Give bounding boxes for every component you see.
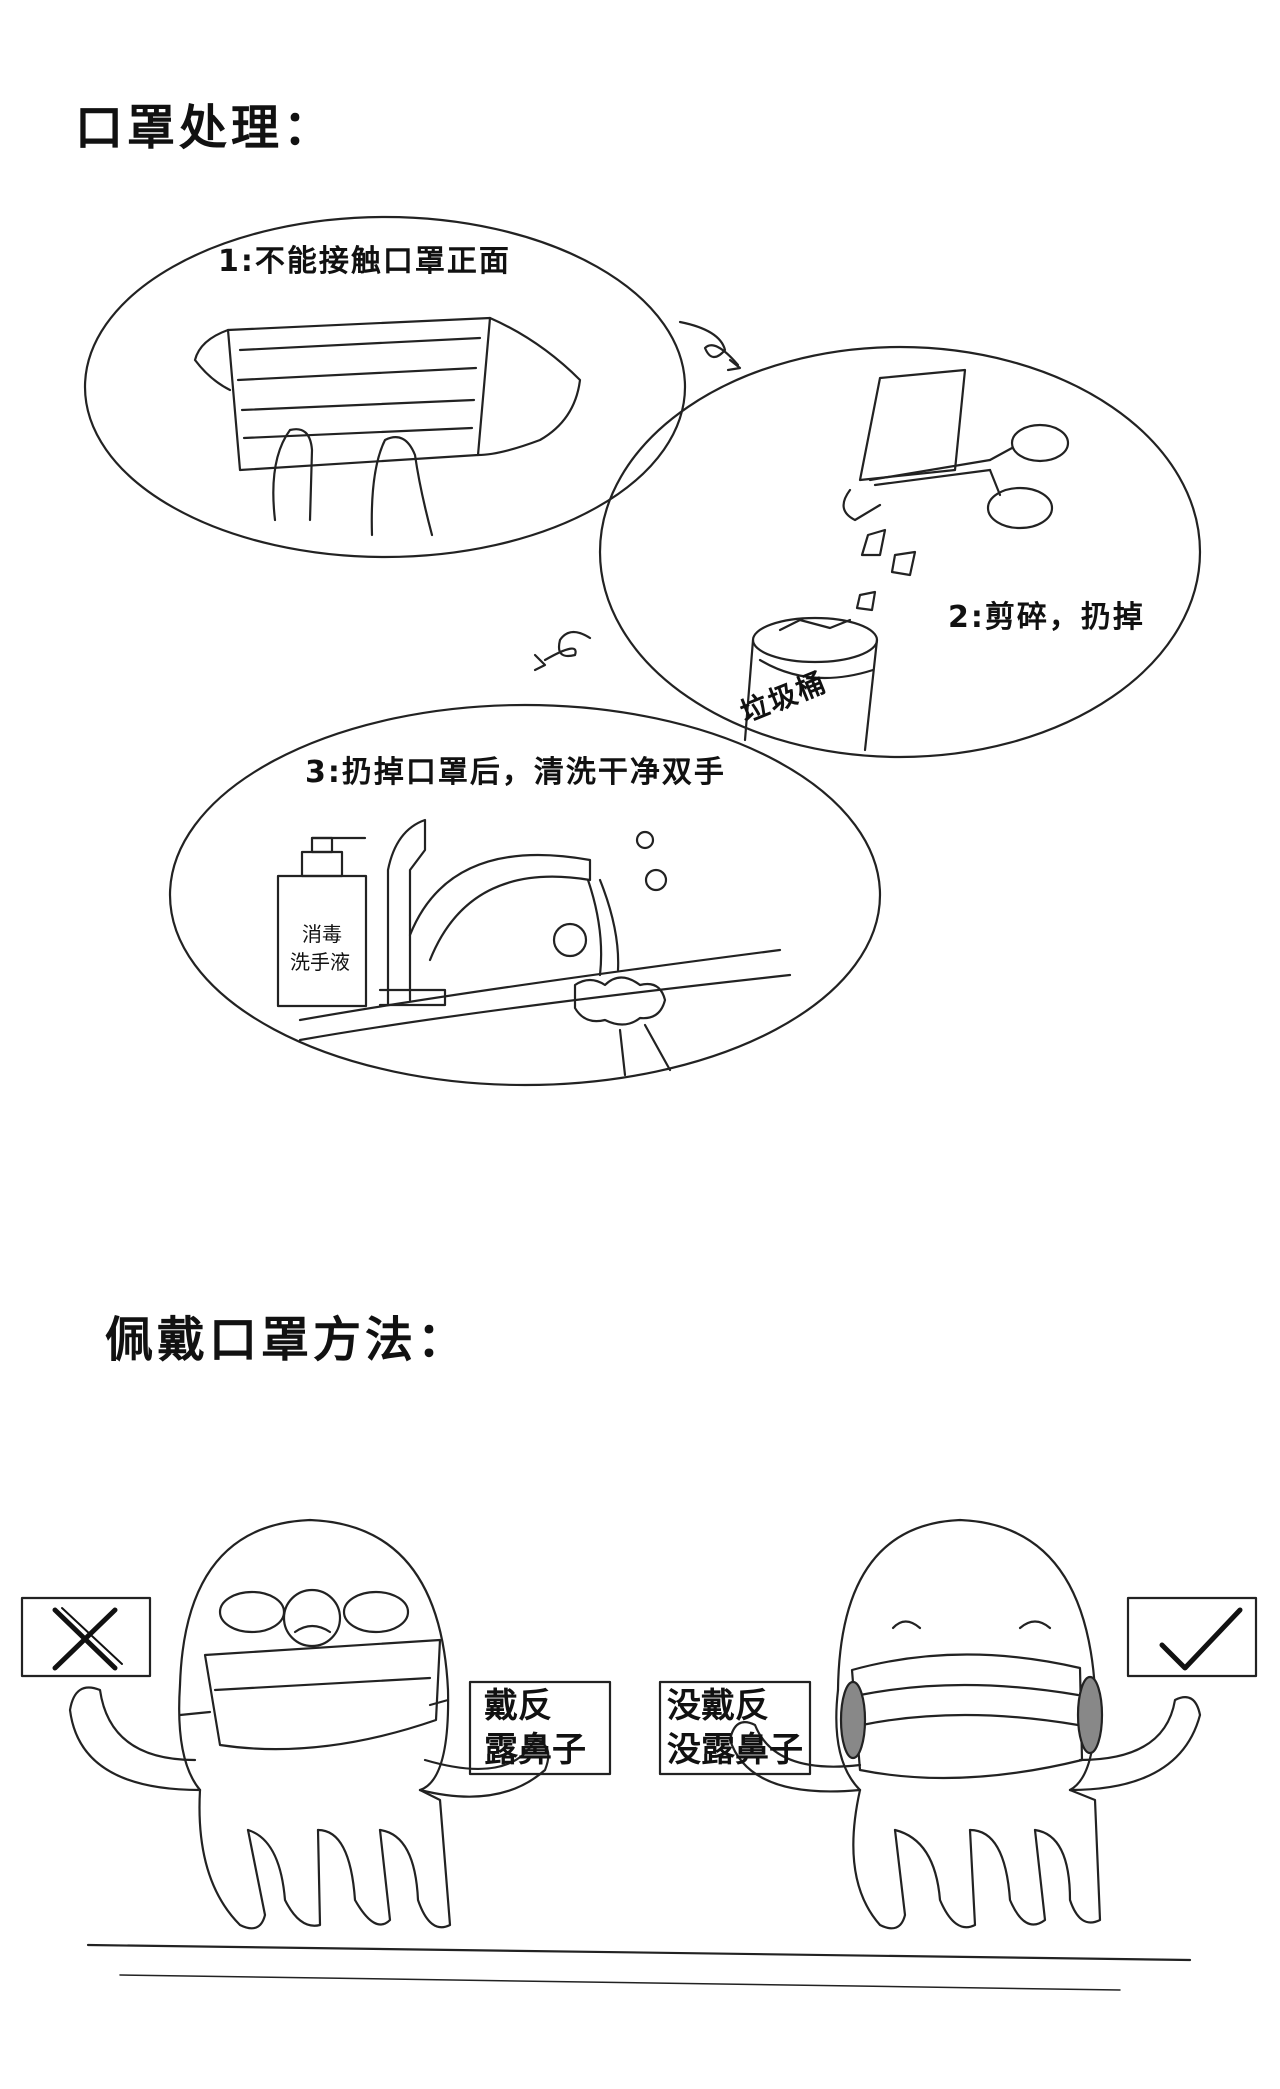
washing-hands-illustration [573,976,672,1077]
step3-bubble [168,703,882,1087]
wrong-sign-board [20,1596,152,1678]
step1-label: 1:不能接触口罩正面 [218,244,511,279]
section-title-wearing-method: 佩戴口罩方法： [105,1312,470,1368]
right-label-line1: 没戴反 [667,1686,769,1726]
ground-line [86,1943,1192,1962]
step3-label: 3:扔掉口罩后，清洗干净双手 [305,755,726,790]
right-sign-board [1126,1596,1258,1678]
curly-arrow-icon [678,320,740,367]
wrong-label-board [468,1680,612,1776]
mask-front-illustration [193,316,582,537]
step2-bubble [598,345,1202,759]
curly-arrow-icon [543,630,592,662]
step2-label: 2:剪碎，扔掉 [948,600,1145,635]
trash-bin-icon [743,616,879,752]
cross-icon [52,1607,123,1671]
octopus-right-illustration [728,1518,1202,1930]
octopus-wrong-illustration [68,1518,550,1930]
ground-line [119,1974,1121,1991]
scissors-icon [868,423,1070,530]
check-icon [1159,1607,1243,1671]
step1-bubble [83,215,687,559]
wrong-label-line1: 戴反 [484,1686,552,1726]
soap-label-line2: 洗手液 [290,950,350,974]
cut-mask-illustration [842,368,967,612]
right-label-board [658,1680,812,1776]
soap-bottle-illustration [276,836,368,1008]
wrong-label-line2: 露鼻子 [484,1730,586,1770]
faucet-illustration [298,818,792,1042]
section-title-mask-disposal: 口罩处理： [75,100,336,156]
soap-label-line1: 消毒 [302,922,342,946]
right-label-line2: 没露鼻子 [667,1730,803,1770]
